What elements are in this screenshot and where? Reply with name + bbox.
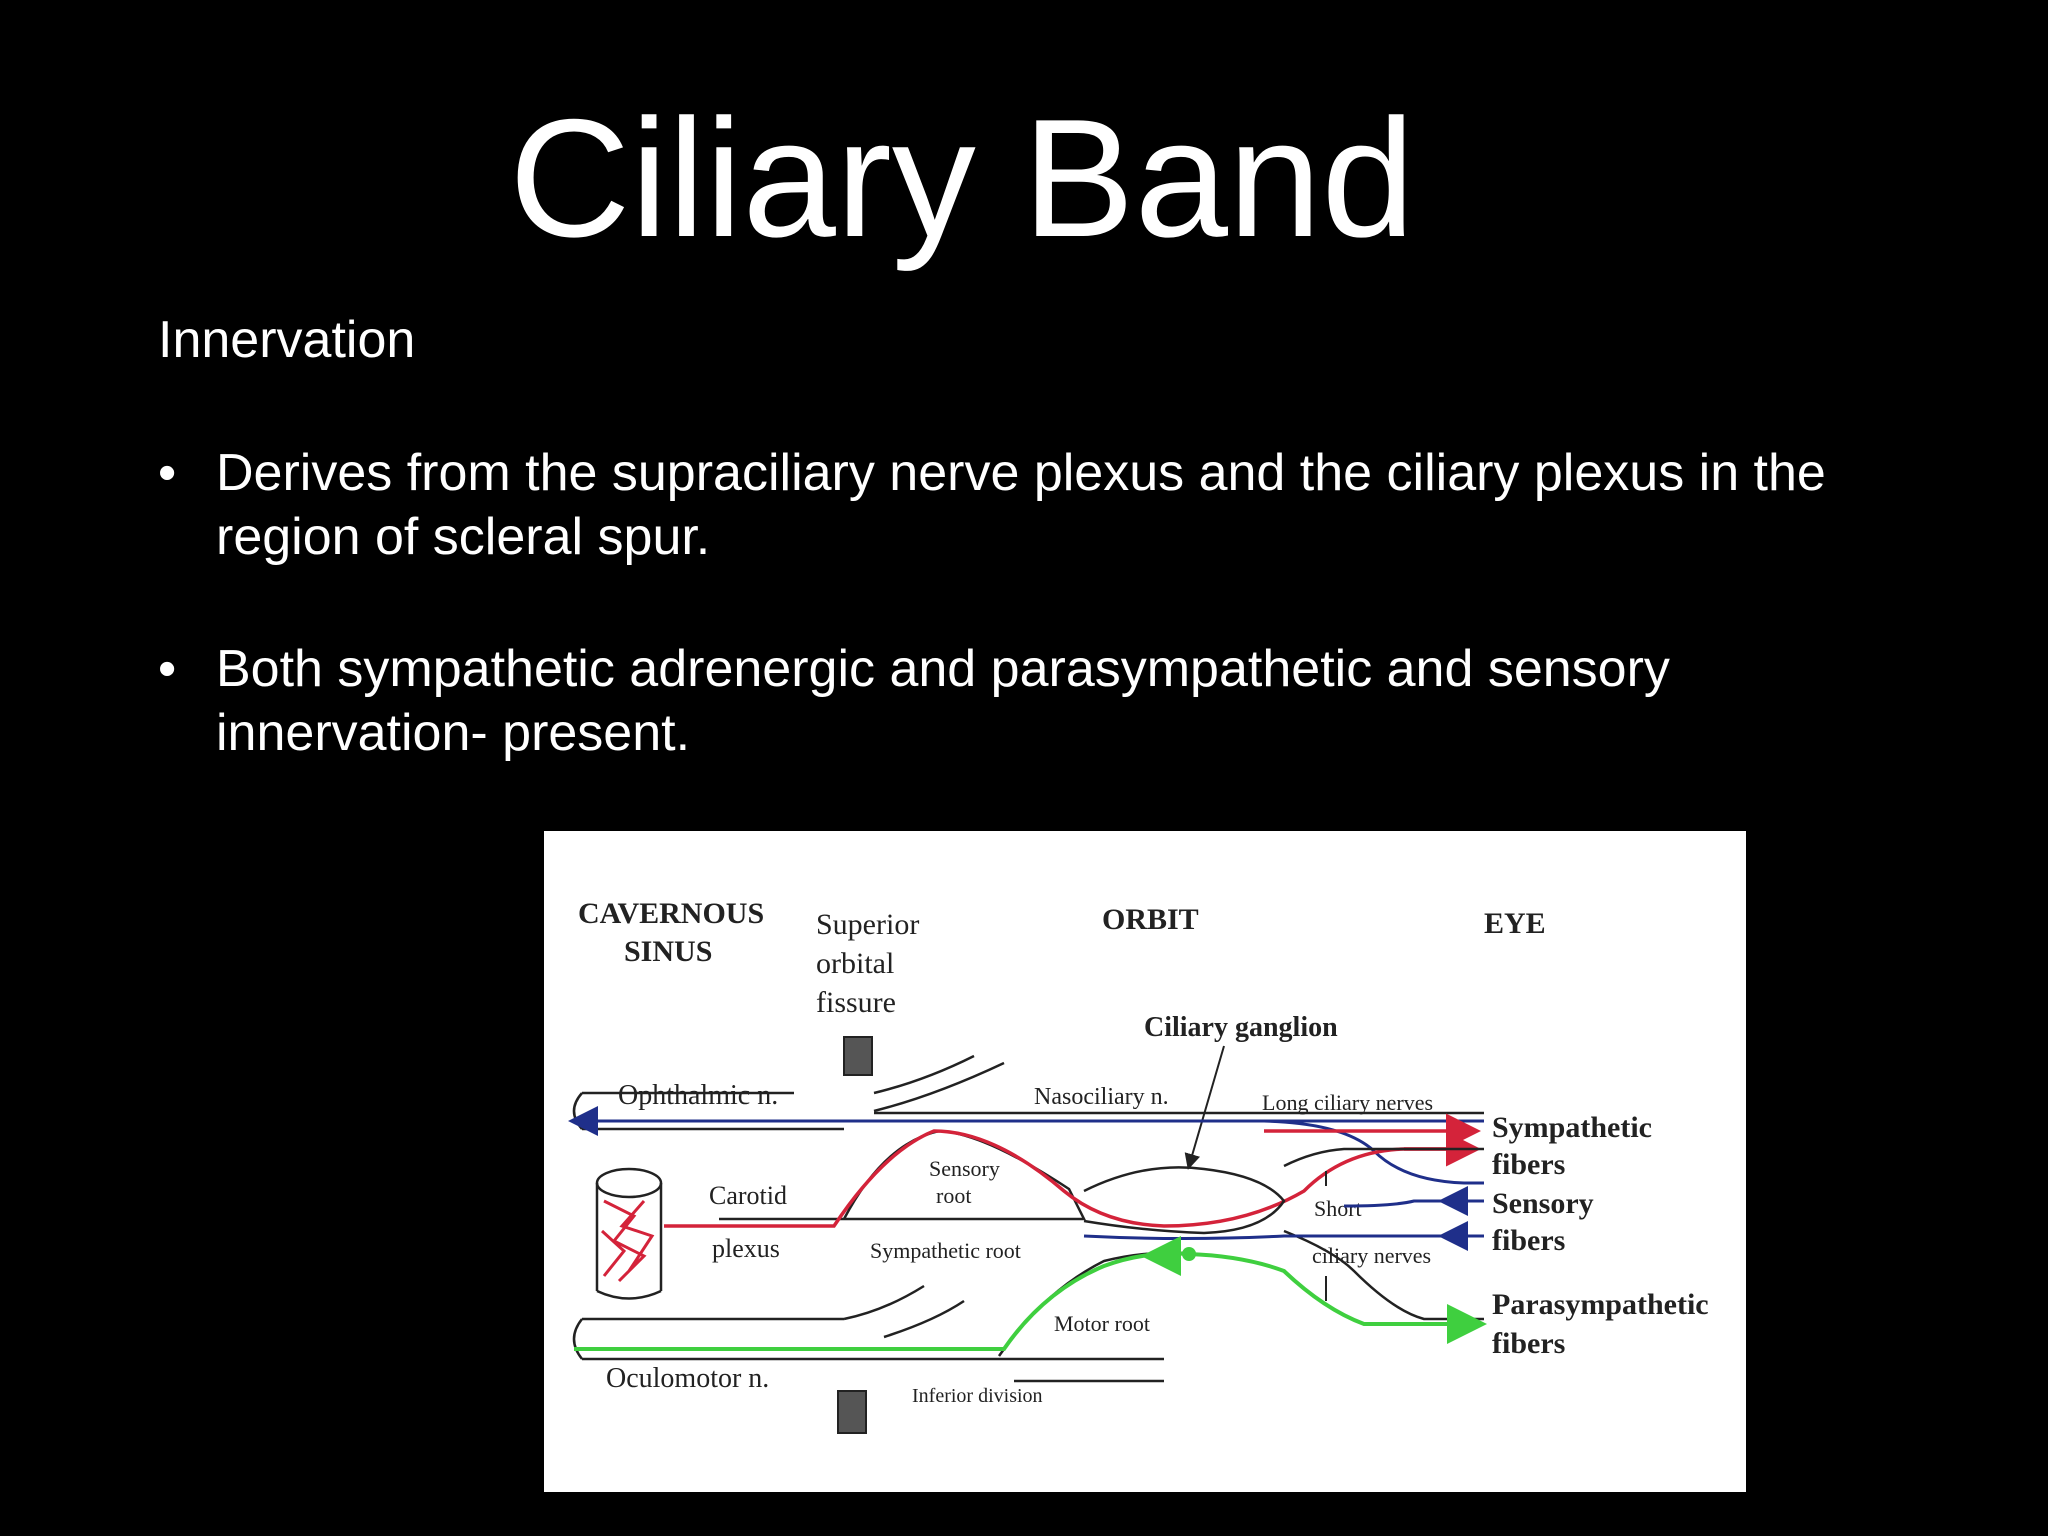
- bullet-text: Both sympathetic adrenergic and parasymp…: [216, 640, 1670, 762]
- ciliary-ganglion-shape: [1083, 1166, 1286, 1235]
- fissure-block-top: [843, 1036, 873, 1076]
- sensory-root-label-2: root: [936, 1183, 971, 1208]
- sensory-root-label-1: Sensory: [929, 1156, 1000, 1181]
- bullet-text: Derives from the supraciliary nerve plex…: [216, 444, 1826, 566]
- ciliary-ganglion-label: Ciliary ganglion: [1144, 1012, 1338, 1043]
- fissure-block-bottom: [837, 1390, 867, 1434]
- sensory-fiber-lower: [1083, 1234, 1484, 1240]
- carotid-plexus-icon: [595, 1167, 663, 1300]
- innervation-diagram: CAVERNOUS SINUS Superior orbital fissure…: [544, 831, 1746, 1492]
- long-ciliary-label: Long ciliary nerves: [1262, 1090, 1433, 1115]
- oculomotor-nerve-outline: [572, 1284, 1014, 1361]
- sympathetic-root-label: Sympathetic root: [870, 1238, 1021, 1263]
- short-label: Short: [1314, 1196, 1362, 1221]
- bullet-dot-icon: •: [158, 444, 177, 502]
- motor-root-label: Motor root: [1054, 1311, 1150, 1336]
- bullet-dot-icon: •: [158, 640, 177, 698]
- oculomotor-label: Oculomotor n.: [606, 1363, 769, 1394]
- inferior-division-label: Inferior division: [912, 1385, 1043, 1407]
- legend-sensory-1: Sensory: [1492, 1187, 1594, 1220]
- ciliary-ganglion-pointer: [1184, 1045, 1225, 1170]
- legend-sympathetic-2: fibers: [1492, 1148, 1565, 1181]
- parasympathetic-synapse-dot: [1182, 1247, 1196, 1261]
- fissure-curve-top: [873, 1054, 1005, 1113]
- short-ciliary-outline: [1283, 1147, 1484, 1321]
- motor-root-outline: [997, 1251, 1185, 1357]
- legend-parasympathetic-1: Parasympathetic: [1492, 1288, 1709, 1321]
- region-label-cavernous: CAVERNOUS: [578, 897, 764, 930]
- sympathetic-fiber-path: [664, 1129, 1474, 1228]
- legend-sensory-2: fibers: [1492, 1224, 1565, 1257]
- ophthalmic-label: Ophthalmic n.: [618, 1080, 778, 1111]
- legend-parasympathetic-2: fibers: [1492, 1327, 1565, 1360]
- region-label-superior: Superior: [816, 908, 919, 941]
- region-label-orbit: ORBIT: [1102, 903, 1199, 936]
- slide-subtitle: Innervation: [158, 311, 416, 369]
- carotid-label: Carotid: [709, 1181, 787, 1210]
- inferior-division-outline: [1014, 1357, 1164, 1383]
- region-label-orbital: orbital: [816, 947, 894, 980]
- legend-sympathetic-1: Sympathetic: [1492, 1111, 1652, 1144]
- slide-title: Ciliary Band: [509, 84, 1415, 272]
- short-ciliary-label: ciliary nerves: [1312, 1243, 1431, 1268]
- sensory-fiber-mid: [1343, 1199, 1484, 1208]
- plexus-label: plexus: [712, 1234, 780, 1263]
- region-label-eye: EYE: [1484, 907, 1546, 940]
- innervation-diagram-svg: CAVERNOUS SINUS Superior orbital fissure…: [568, 897, 1709, 1434]
- nasociliary-label: Nasociliary n.: [1034, 1084, 1169, 1110]
- region-label-fissure: fissure: [816, 986, 896, 1019]
- region-label-sinus: SINUS: [624, 935, 712, 968]
